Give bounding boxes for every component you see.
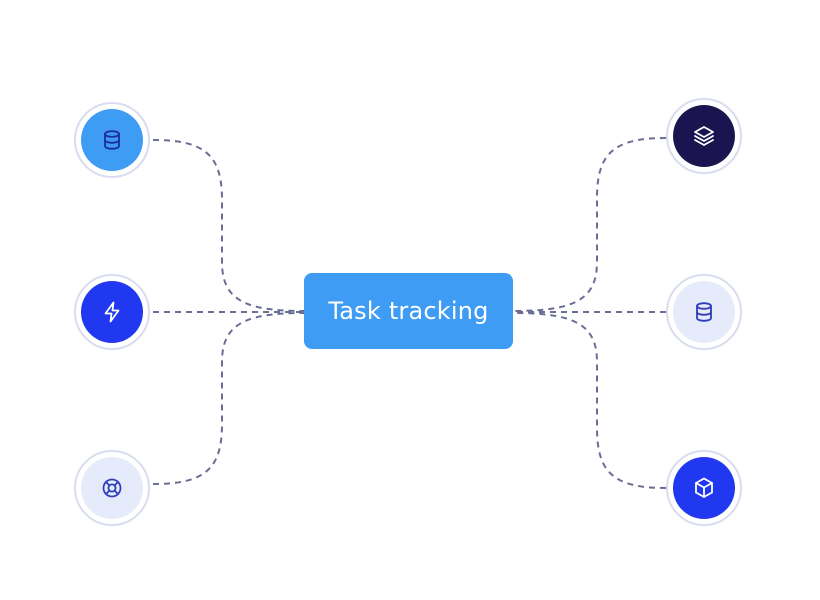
task-tracking-label: Task tracking [328,297,489,325]
database-icon [696,302,712,322]
node-right-bottom[interactable] [666,450,742,526]
node-right-top-circle [673,105,735,167]
task-tracking-node[interactable]: Task tracking [304,273,513,349]
node-left-middle-circle [81,281,143,343]
node-right-middle-circle [673,281,735,343]
database-icon [104,130,120,150]
layers-icon [694,126,714,146]
connector-right-bottom [512,312,667,489]
node-left-middle[interactable] [74,274,150,350]
connector-left-top [152,139,305,312]
lightning-icon [104,301,120,323]
connector-right-top [512,137,667,312]
connector-left-bottom [152,312,305,485]
node-left-bottom-circle [81,457,143,519]
node-right-bottom-circle [673,457,735,519]
cube-icon [695,477,713,498]
node-left-bottom[interactable] [74,450,150,526]
node-right-top[interactable] [666,98,742,174]
node-left-top-circle [81,109,143,171]
node-left-top[interactable] [74,102,150,178]
lifebuoy-icon [102,478,122,498]
node-right-middle[interactable] [666,274,742,350]
